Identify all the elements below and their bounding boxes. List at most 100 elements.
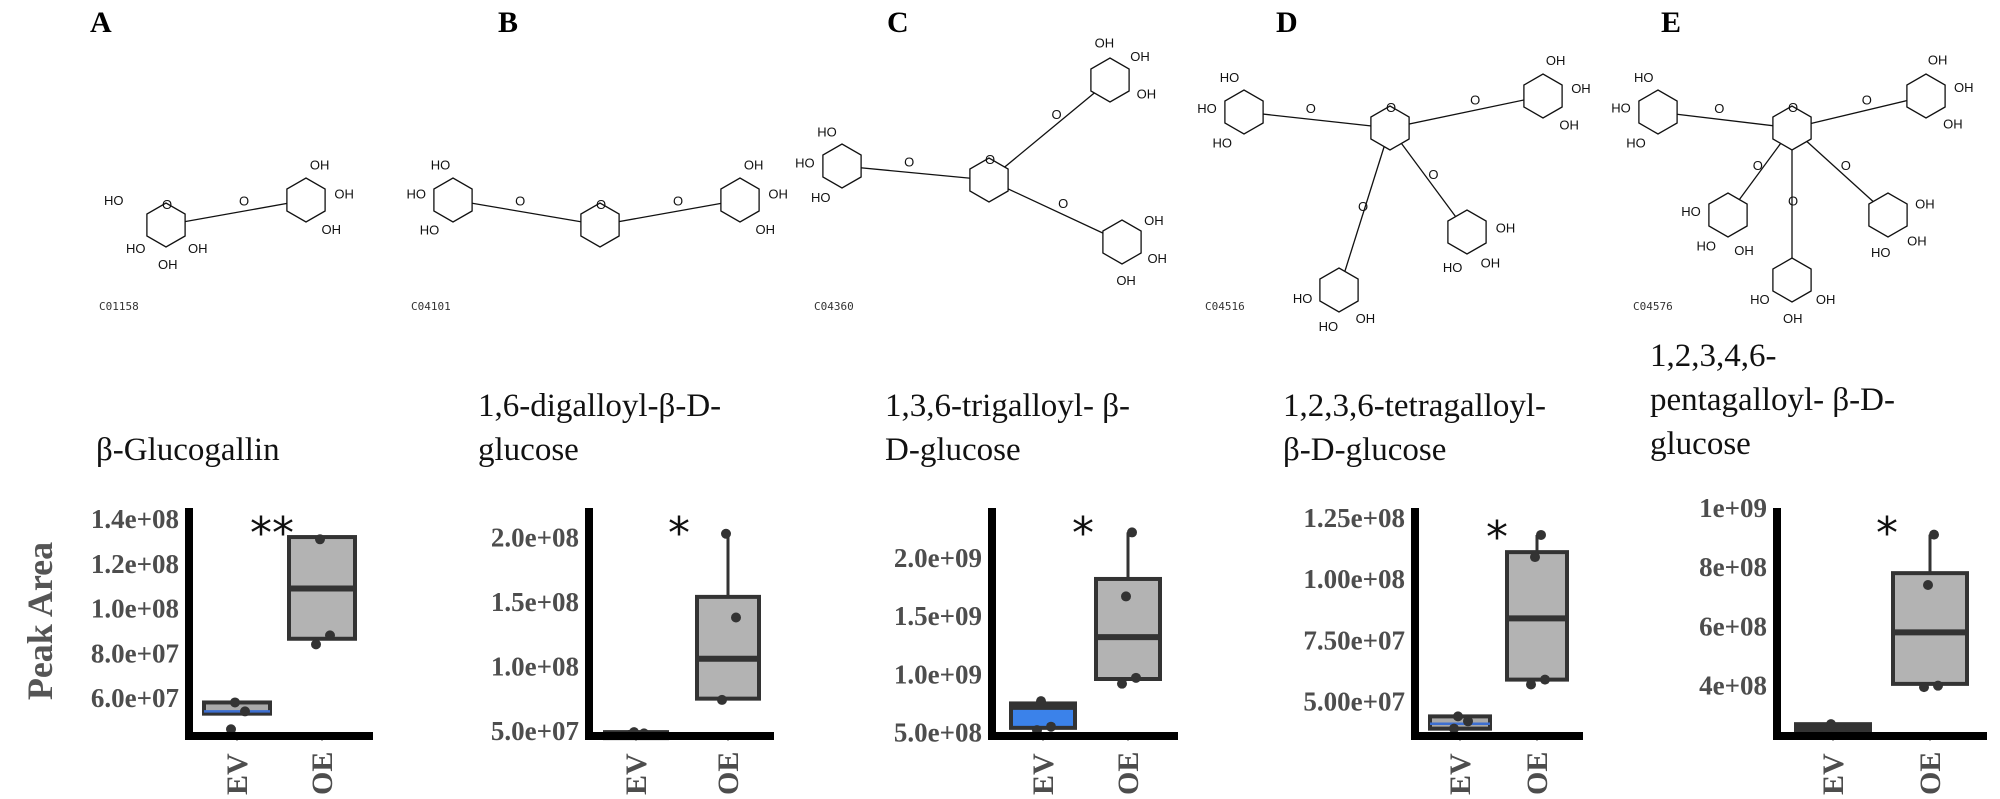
- hydroxyl-label: OH: [158, 257, 178, 272]
- y-tick-label: 2.0e+08: [491, 523, 579, 553]
- title-line: 1,2,3,6-tetragalloyl-: [1283, 388, 1547, 424]
- y-tick-label: 1.00e+08: [1303, 564, 1405, 594]
- box-oe: [1094, 527, 1162, 689]
- ester-oxygen: O: [1428, 167, 1438, 182]
- title-line: D-glucose: [885, 432, 1021, 468]
- ester-bond: [988, 79, 1111, 181]
- ester-bond: [1791, 127, 1889, 216]
- ester-oxygen: O: [1470, 92, 1480, 107]
- data-point: [311, 639, 321, 650]
- compound-id-c: C04360: [814, 300, 854, 313]
- hydroxyl-label: OH: [1734, 243, 1754, 258]
- data-point: [1046, 721, 1056, 732]
- x-tick-label: OE: [306, 752, 339, 795]
- ester-bond: [1791, 95, 1927, 129]
- box-oe: [287, 534, 357, 650]
- y-tick-label: 2.0e+09: [894, 543, 982, 573]
- ester-bond: [1338, 127, 1391, 291]
- box-ev: [1794, 719, 1872, 739]
- data-point: [1117, 678, 1127, 689]
- box-oe: [695, 528, 761, 705]
- ester-oxygen: O: [673, 193, 683, 208]
- glucose-ring: [1772, 105, 1812, 151]
- ester-oxygen: O: [1862, 92, 1872, 107]
- significance-marker: *: [668, 508, 690, 559]
- data-point: [325, 630, 335, 641]
- data-point: [1929, 529, 1939, 540]
- y-tick-label: 1.0e+08: [491, 651, 579, 681]
- box-ev: [1428, 711, 1492, 734]
- chart-title-e: 1,2,3,4,6- pentagalloyl- β-D- glucose: [1650, 334, 1895, 466]
- hydroxyl-label: HO: [795, 155, 815, 170]
- data-point: [1526, 679, 1536, 690]
- hydroxyl-label: OH: [1496, 221, 1516, 236]
- ester-bond: [599, 199, 741, 226]
- hydroxyl-label: OH: [1907, 234, 1927, 249]
- y-tick-label: 5.0e+07: [491, 716, 579, 746]
- hydroxyl-label: HO: [1213, 136, 1233, 151]
- title-line: glucose: [1650, 426, 1751, 462]
- hydroxyl-label: OH: [1783, 311, 1803, 326]
- hydroxyl-label: HO: [431, 157, 451, 172]
- x-tick-label: EV: [620, 753, 653, 795]
- compound-id-d: C04516: [1205, 300, 1245, 313]
- box-ev: [1009, 696, 1077, 736]
- hydroxyl-label: OH: [1130, 49, 1150, 64]
- chart-title-d: 1,2,3,6-tetragalloyl- β-D-glucose: [1283, 384, 1546, 472]
- galloyl-ring: [1224, 89, 1264, 135]
- hydroxyl-label: HO: [126, 241, 146, 256]
- ester-bond: [841, 165, 990, 181]
- panel-label-b: B: [498, 6, 519, 39]
- y-tick-label: 1.2e+08: [91, 549, 179, 579]
- hydroxyl-label: OH: [1915, 196, 1935, 211]
- x-tick-label: OE: [712, 752, 745, 795]
- data-point: [230, 697, 240, 708]
- x-tick-label: OE: [1521, 752, 1554, 795]
- box-iqr: [695, 594, 761, 701]
- galloyl-ring: [1868, 192, 1908, 238]
- box-iqr: [1891, 571, 1969, 686]
- hydroxyl-label: OH: [1137, 86, 1157, 101]
- hydroxyl-label: OH: [1144, 213, 1164, 228]
- galloyl-ring: [822, 143, 862, 189]
- data-point: [1536, 529, 1546, 540]
- hydroxyl-label: OH: [1147, 251, 1167, 266]
- y-tick-label: 5.0e+08: [894, 718, 982, 748]
- ester-bond: [165, 199, 307, 226]
- hydroxyl-label: OH: [1571, 81, 1591, 96]
- ester-bond: [1389, 95, 1544, 129]
- ester-oxygen: O: [1052, 107, 1062, 122]
- y-tick-label: 6.0e+07: [91, 683, 179, 713]
- hydroxyl-label: OH: [1928, 53, 1948, 68]
- hydroxyl-label: OH: [1356, 311, 1376, 326]
- ring-oxygen: O: [985, 152, 995, 167]
- hydroxyl-label: OH: [1481, 256, 1501, 271]
- ester-oxygen: O: [1841, 158, 1851, 173]
- data-point: [1540, 674, 1550, 685]
- ester-bond: [988, 179, 1123, 243]
- hydroxyl-label: OH: [1559, 117, 1579, 132]
- ester-oxygen: O: [1714, 101, 1724, 116]
- ring-oxygen: O: [1788, 100, 1798, 115]
- y-tick-label: 1.0e+08: [91, 594, 179, 624]
- data-point: [1127, 527, 1137, 538]
- box-oe: [1505, 529, 1569, 690]
- y-tick-label: 8.0e+07: [91, 638, 179, 668]
- data-point: [717, 694, 727, 705]
- data-point: [721, 528, 731, 539]
- data-point: [1453, 711, 1463, 722]
- hydroxyl-label: HO: [811, 190, 831, 205]
- hydroxyl-label: OH: [755, 222, 775, 237]
- hydroxyl-label: HO: [1293, 291, 1313, 306]
- y-tick-label: 1.25e+08: [1303, 503, 1405, 533]
- ring-oxygen: O: [1386, 100, 1396, 115]
- y-tick-label: 8e+08: [1699, 552, 1767, 582]
- box-ev: [202, 697, 272, 735]
- hydroxyl-label: HO: [407, 187, 427, 202]
- x-tick-label: OE: [1914, 752, 1947, 795]
- hydroxyl-label: HO: [1696, 239, 1716, 254]
